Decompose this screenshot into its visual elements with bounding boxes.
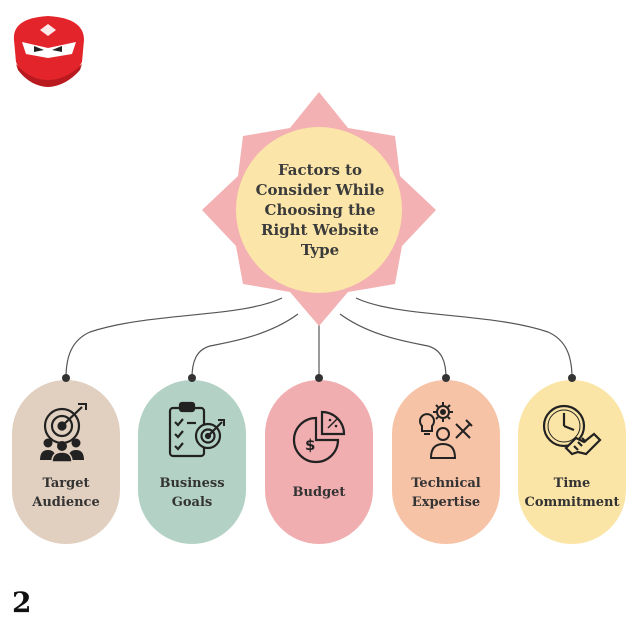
connector-target-audience <box>65 297 283 379</box>
ninja-logo <box>13 16 84 87</box>
pie-chart-dollar-icon: $ <box>292 410 346 464</box>
factor-card-time-commitment <box>518 380 626 544</box>
target-audience-icon <box>40 403 87 463</box>
person-tools-icon <box>419 402 473 459</box>
factor-label-business-goals: Business Goals <box>159 476 225 510</box>
connector-technical-expertise <box>339 313 447 379</box>
factor-label-time-commitment: Time Commitment <box>524 476 620 510</box>
connector-time-commitment <box>355 297 573 379</box>
clock-handshake-icon <box>542 404 602 456</box>
title-center-circle <box>236 127 402 293</box>
connector-dots <box>62 374 576 382</box>
connector-lines <box>65 297 573 379</box>
title-box: Factors to Consider While Choosing the R… <box>240 148 400 272</box>
connector-business-goals <box>191 313 299 379</box>
factor-label-budget: Budget <box>292 485 346 500</box>
page-number: 2 <box>12 586 32 619</box>
factor-card-technical-expertise <box>392 380 500 544</box>
factor-label-target-audience: Target Audience <box>32 476 100 510</box>
diagram-title: Factors to Consider While Choosing the R… <box>255 161 385 259</box>
clipboard-target-icon <box>168 401 225 458</box>
svg-text:$: $ <box>305 436 315 454</box>
factor-label-technical-expertise: Technical Expertise <box>411 476 481 510</box>
